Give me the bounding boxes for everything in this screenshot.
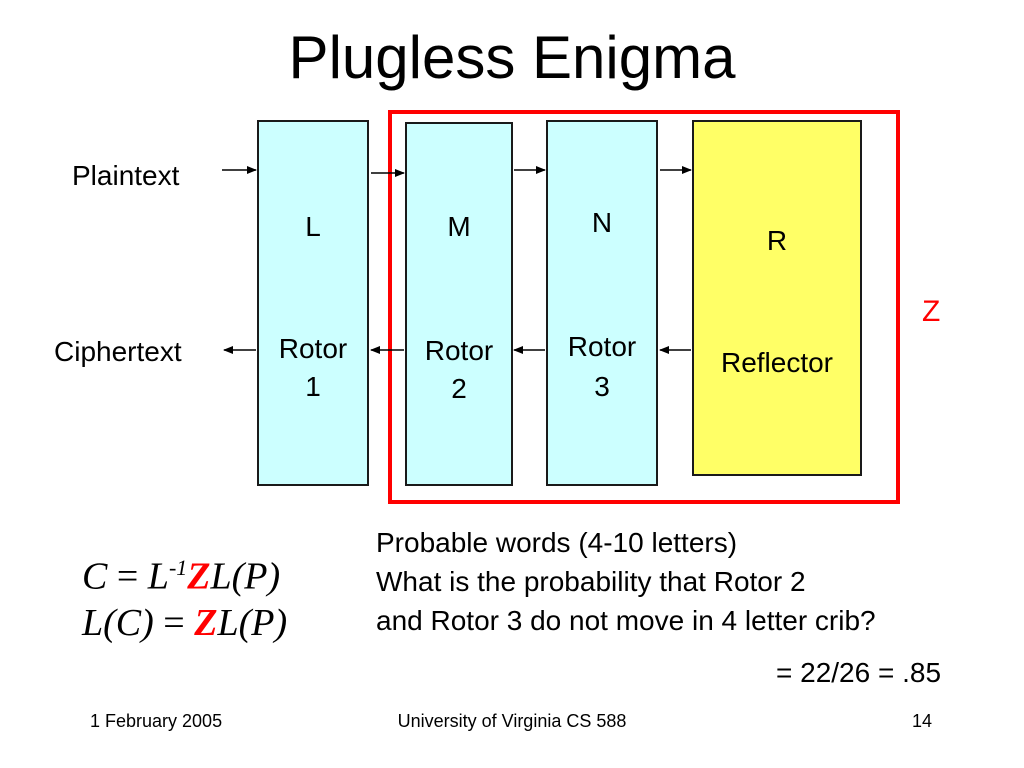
rotor-l-box: L Rotor 1 <box>257 120 369 486</box>
note-line-1: Probable words (4-10 letters) <box>376 527 738 558</box>
footer-date: 1 February 2005 <box>90 711 223 731</box>
rotor-m-box: M Rotor 2 <box>405 122 513 486</box>
eq2-equals: = <box>153 602 195 644</box>
eq1-c: C <box>82 555 108 598</box>
reflector-letter: R <box>766 225 788 256</box>
reflector-box: R Reflector <box>692 120 862 476</box>
z-label: Z <box>922 295 941 328</box>
rotor-letter: N <box>591 207 613 238</box>
eq1-l: L <box>147 555 169 598</box>
rotor-letter: L <box>305 211 321 242</box>
z-enclosure-box <box>388 110 900 504</box>
rotor-name: Rotor <box>567 331 637 362</box>
note-line-3: and Rotor 3 do not move in 4 letter crib… <box>376 605 876 636</box>
footer-page-number: 14 <box>912 711 933 731</box>
eq2-z: Z <box>194 602 218 644</box>
plaintext-label: Plaintext <box>72 160 180 191</box>
equation-2: L(C) = ZL(P) <box>82 600 287 646</box>
eq2-paren: (P) <box>238 602 288 644</box>
reflector-name: Reflector <box>720 347 834 378</box>
eq2-lc: L(C) <box>82 602 154 644</box>
eq1-paren: (P) <box>231 555 281 598</box>
answer-text: = 22/26 = .85 <box>776 657 942 688</box>
rotor-name: Rotor <box>424 335 494 366</box>
rotor-n-box: N Rotor 3 <box>546 120 658 486</box>
note-line-2: What is the probability that Rotor 2 <box>376 566 806 597</box>
ciphertext-label: Ciphertext <box>54 336 182 367</box>
rotor-letter: M <box>447 211 471 242</box>
rotor-number: 1 <box>305 371 321 402</box>
footer-course: University of Virginia CS 588 <box>397 711 627 731</box>
eq2-lp: L <box>217 602 239 644</box>
eq1-z: Z <box>187 555 211 598</box>
eq1-inverse: -1 <box>168 555 188 580</box>
rotor-number: 3 <box>594 371 610 402</box>
equation-1: C = L-1ZL(P) <box>82 545 280 600</box>
rotor-name: Rotor <box>278 333 348 364</box>
slide-title: Plugless Enigma <box>288 24 736 91</box>
rotor-number: 2 <box>451 373 467 404</box>
eq1-equals: = <box>107 555 148 598</box>
eq1-lp: L <box>210 555 232 598</box>
